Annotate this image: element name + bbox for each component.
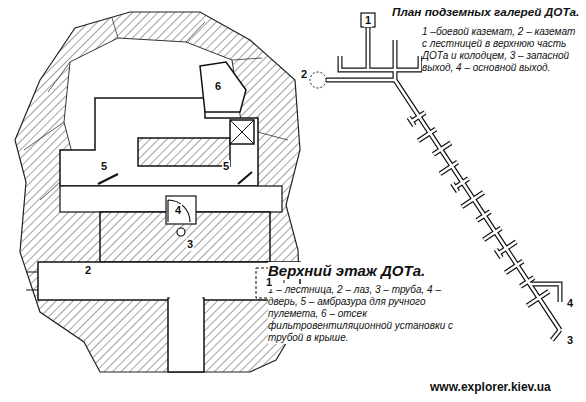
corridor-joint — [170, 297, 203, 301]
gallery-passage — [455, 179, 468, 188]
inner-wall — [138, 138, 230, 166]
callout-number: 4 — [174, 204, 182, 217]
gallery-passage — [552, 330, 560, 340]
gallery-passage — [340, 56, 420, 70]
watermark: www.explorer.kiev.ua — [430, 381, 551, 395]
gallery-passage — [527, 291, 549, 305]
gallery-passage — [477, 212, 490, 221]
gallery-passage — [326, 79, 395, 82]
door-swing — [168, 200, 190, 222]
callout-number: 5 — [100, 160, 108, 173]
lower-room — [38, 262, 300, 300]
embrasures — [98, 172, 252, 184]
crawl-hole — [26, 272, 38, 290]
well-circle — [310, 72, 326, 88]
gallery-passage — [484, 228, 502, 240]
plan-title: Верхний этаж ДОТа. — [268, 262, 425, 279]
gallery-wall — [462, 192, 484, 206]
gallery-passage — [433, 143, 451, 155]
pipe — [177, 228, 185, 236]
callout-number: 1 — [364, 14, 372, 27]
gallery-wall — [326, 78, 395, 83]
callout-number: 3 — [566, 334, 574, 347]
legend-text: 1 – лестница, 2 – лаз, 3 – труба, 4 – дв… — [268, 284, 460, 344]
callout-number: 6 — [214, 80, 222, 93]
callout-number: 1 — [265, 276, 273, 289]
gallery-passage — [520, 278, 533, 287]
door-passage — [166, 196, 196, 224]
callout-number: 5 — [222, 160, 230, 173]
gallery-passage — [462, 192, 484, 206]
gallery-passage — [412, 113, 425, 122]
shaft-box — [230, 120, 254, 144]
gallery-passage — [499, 242, 517, 254]
filter-room — [200, 62, 246, 112]
earth-mass — [15, 12, 300, 372]
gallery-wall — [366, 27, 371, 70]
gallery-wall — [552, 330, 560, 340]
plan-title: План подземных галерей ДОТа. — [392, 5, 579, 19]
gallery-wall — [527, 291, 549, 305]
gallery-passage — [505, 261, 523, 273]
stone-cracks — [24, 18, 288, 200]
gallery-passage — [440, 162, 458, 174]
gallery-passage — [452, 183, 458, 191]
callout-number: 3 — [186, 238, 194, 251]
gallery-wall — [340, 56, 420, 70]
gallery-passage — [418, 129, 436, 141]
callout-number: 2 — [84, 264, 92, 277]
casemate-box — [361, 13, 375, 27]
callout-number: 2 — [300, 68, 308, 81]
gallery-passage — [409, 117, 415, 125]
gallery-passage — [367, 27, 370, 70]
callout-number: 4 — [566, 297, 574, 310]
exit-corridor — [168, 298, 204, 372]
legend-text: 1 –боевой каземат, 2 – каземат с лестниц… — [422, 26, 582, 74]
gallery-passage — [496, 249, 502, 257]
shaft-cross — [230, 120, 254, 144]
